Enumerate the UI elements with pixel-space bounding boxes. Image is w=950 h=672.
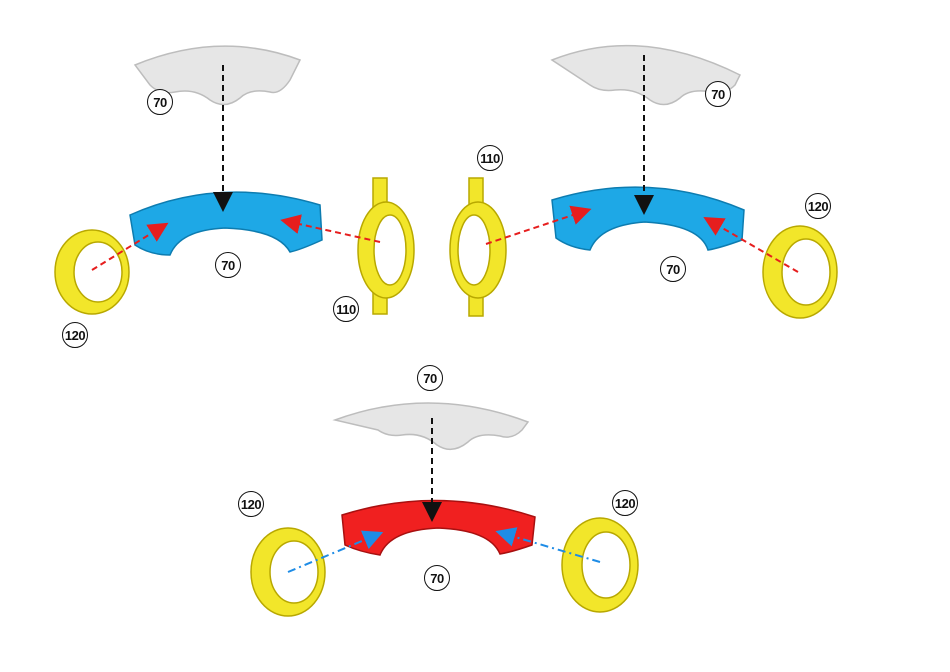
blue-body-right <box>552 187 744 250</box>
ring-120-right <box>763 226 837 318</box>
callout-110-left: 110 <box>333 296 359 322</box>
blue-body-left <box>130 192 322 255</box>
callout-120-left: 120 <box>62 322 88 348</box>
callout-70-cover-bottom: 70 <box>417 365 443 391</box>
callout-110-right: 110 <box>477 145 503 171</box>
pin-ring-110-left <box>358 178 414 314</box>
red-body-bottom <box>342 500 535 555</box>
callout-70-cover-right: 70 <box>705 81 731 107</box>
callout-70-body-left: 70 <box>215 252 241 278</box>
pin-ring-110-right <box>450 178 506 316</box>
callout-120-right: 120 <box>805 193 831 219</box>
callout-120-bottom-right: 120 <box>612 490 638 516</box>
callout-70-body-right: 70 <box>660 256 686 282</box>
callout-70-cover-left: 70 <box>147 89 173 115</box>
callout-70-body-bottom: 70 <box>424 565 450 591</box>
ring-120-left <box>55 230 129 314</box>
callout-120-bottom-left: 120 <box>238 491 264 517</box>
ring-120-bottom-right <box>562 518 638 612</box>
